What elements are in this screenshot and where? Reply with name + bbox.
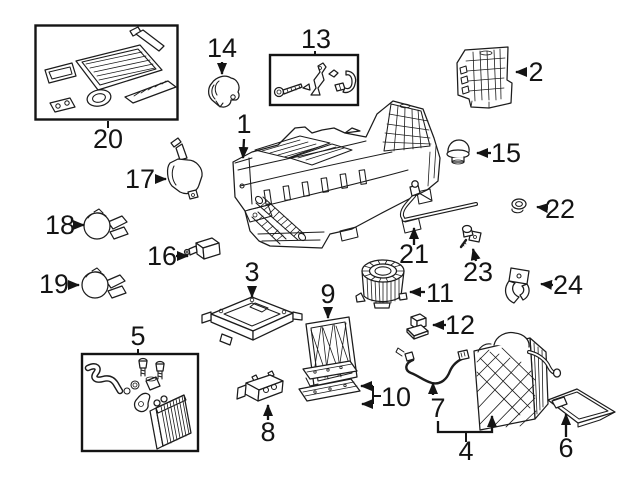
part-17-actuator — [166, 137, 203, 200]
part-14-clamp — [208, 75, 240, 108]
part-6-cover-tray — [547, 388, 616, 428]
part-1-hvac-housing — [232, 100, 441, 249]
callout-4[interactable]: 4 — [458, 436, 473, 466]
part-11-blower-motor — [355, 259, 408, 309]
callout-15[interactable]: 15 — [491, 138, 521, 168]
callout-17[interactable]: 17 — [125, 164, 155, 194]
callout-1[interactable]: 1 — [236, 109, 251, 139]
part-2-grid-panel — [456, 46, 513, 109]
callout-14[interactable]: 14 — [207, 33, 237, 63]
callout-9[interactable]: 9 — [320, 279, 335, 309]
part-3-mounting-frame — [201, 296, 303, 346]
callout-19[interactable]: 19 — [39, 269, 69, 299]
callout-3[interactable]: 3 — [244, 257, 259, 287]
callout-8[interactable]: 8 — [260, 417, 275, 447]
part-24-bracket — [504, 267, 530, 304]
part-13-hardware-kit — [268, 53, 360, 107]
callout-16[interactable]: 16 — [147, 241, 177, 271]
callout-21[interactable]: 21 — [399, 239, 429, 269]
callout-23[interactable]: 23 — [463, 257, 493, 287]
part-19-actuator — [81, 267, 127, 299]
part-10-retainer-rails — [298, 360, 361, 402]
part-5-heater-core-kit — [80, 352, 200, 453]
part-23-bolt — [459, 224, 482, 249]
part-8-module — [236, 370, 284, 402]
callout-6[interactable]: 6 — [558, 433, 573, 463]
callout-22[interactable]: 22 — [545, 194, 575, 224]
callout-24[interactable]: 24 — [553, 270, 583, 300]
callout-11[interactable]: 11 — [426, 278, 454, 308]
part-12-clip — [406, 313, 429, 340]
callout-10[interactable]: 10 — [381, 382, 411, 412]
part-7-wire-harness — [395, 347, 470, 385]
callout-5[interactable]: 5 — [130, 321, 145, 351]
part-16-sensor — [183, 237, 221, 260]
callout-7[interactable]: 7 — [430, 393, 445, 423]
callout-20[interactable]: 20 — [93, 124, 123, 154]
callout-2[interactable]: 2 — [528, 57, 543, 87]
part-20-trim-kit — [34, 24, 179, 121]
callout-12[interactable]: 12 — [445, 310, 475, 340]
part-22-grommet — [511, 198, 527, 214]
part-18-actuator — [83, 208, 129, 240]
callout-labels: 1 2 3 4 5 6 7 8 9 10 11 12 13 14 15 16 1… — [39, 24, 583, 466]
part-21-drain-tube — [399, 180, 478, 222]
part-15-cap — [446, 139, 470, 165]
callout-leaders — [68, 51, 571, 442]
callout-18[interactable]: 18 — [45, 210, 75, 240]
part-4-evaporator-core — [473, 331, 562, 431]
callout-13[interactable]: 13 — [301, 24, 331, 54]
